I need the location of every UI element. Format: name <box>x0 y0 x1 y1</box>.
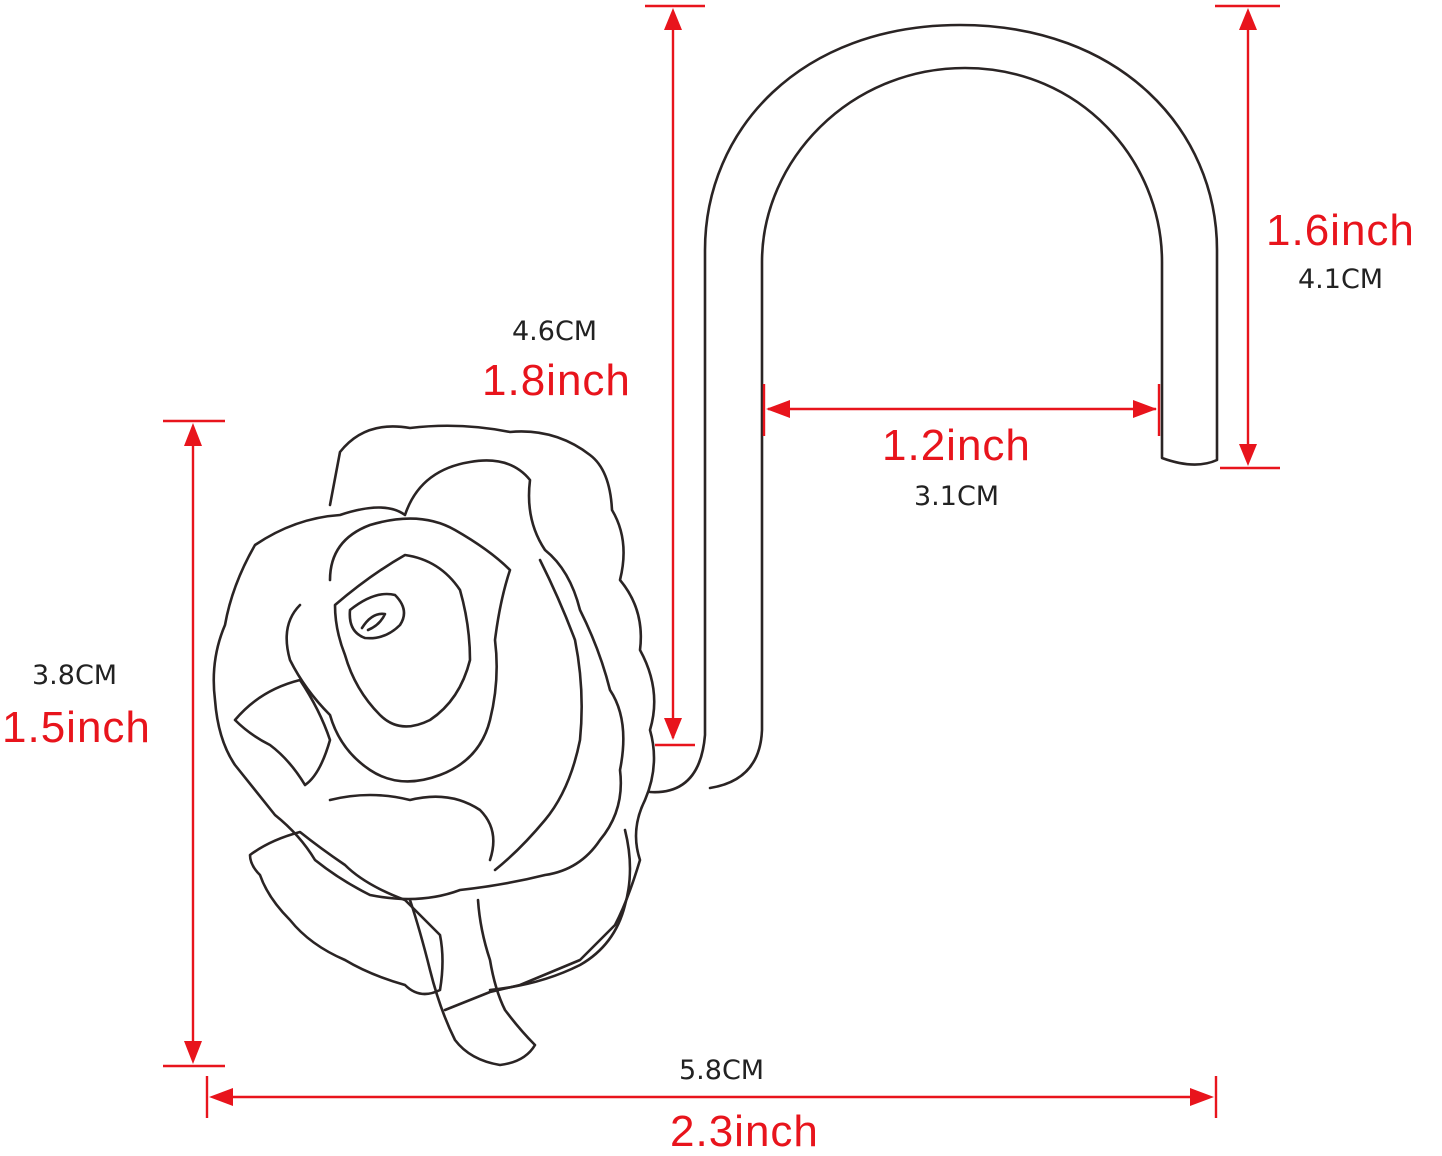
total-height-cm-label: 4.6CM <box>512 316 598 347</box>
arrow-up <box>1239 8 1257 30</box>
total-width-cm-label: 5.8CM <box>679 1055 765 1086</box>
rose-leaf-right <box>488 828 632 992</box>
hook-wire-outer <box>648 23 1219 794</box>
rose-center-fold <box>360 612 387 632</box>
hook-height-inch-label: 1.6inch <box>1266 206 1415 255</box>
rose-center <box>348 592 406 640</box>
hook-width-cm-label: 3.1CM <box>914 481 1000 512</box>
arrow-right <box>1133 400 1157 418</box>
rose-stem <box>408 898 537 1067</box>
arrow-down <box>664 718 682 740</box>
rose-hook-drawing <box>212 23 1219 1067</box>
total-height-inch-label: 1.8inch <box>482 356 631 405</box>
arrow-left <box>209 1088 233 1106</box>
rose-petal-right <box>493 558 583 872</box>
arrow-down <box>1239 444 1257 466</box>
rose-height-inch-label: 1.5inch <box>2 703 151 752</box>
arrow-left <box>766 400 790 418</box>
arrow-up <box>664 8 682 30</box>
hook-width-inch-label: 1.2inch <box>882 421 1031 470</box>
rose-petal-left <box>233 678 332 787</box>
rose-petal-lower <box>328 793 495 862</box>
dimension-lines <box>163 4 1280 1118</box>
rose-petal-ring-1 <box>285 517 512 783</box>
arrow-down <box>184 1041 202 1064</box>
hook-height-cm-label: 4.1CM <box>1298 264 1384 295</box>
rose-leaf <box>248 830 444 996</box>
rose-petal-ring-2 <box>333 553 472 728</box>
arrow-up <box>184 423 202 446</box>
rose-height-cm-label: 3.8CM <box>32 660 118 691</box>
arrow-right <box>1190 1088 1214 1106</box>
rose-outer-petal <box>328 424 656 1012</box>
total-width-inch-label: 2.3inch <box>670 1107 819 1156</box>
rose-main-bloom <box>212 459 625 901</box>
